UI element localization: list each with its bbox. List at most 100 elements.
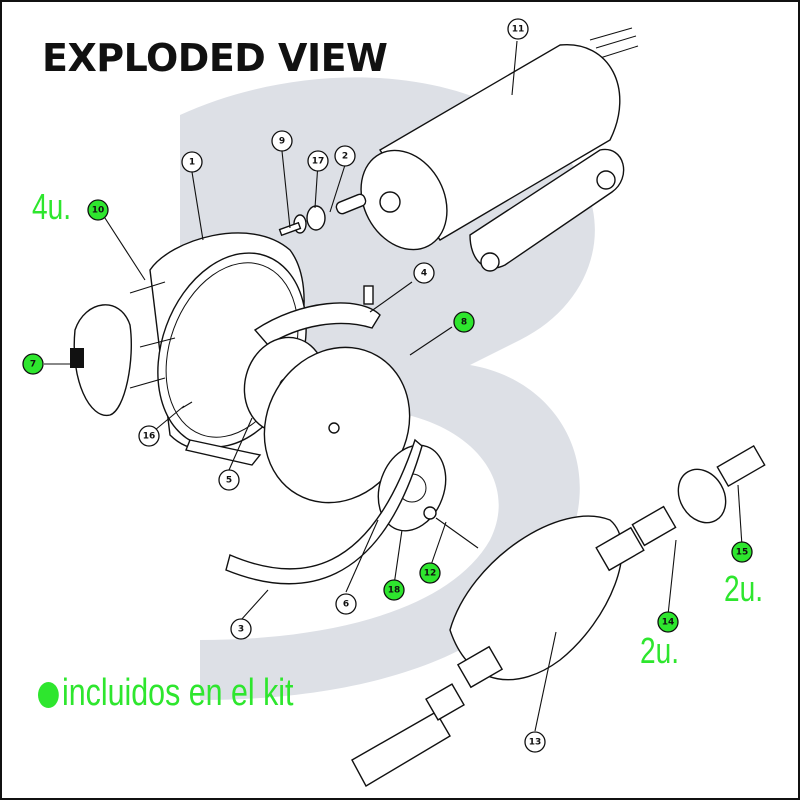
inlet-hose-collar [425, 683, 465, 721]
callout-bubble [419, 562, 441, 584]
leader-line [228, 417, 253, 471]
callout-3: 3 [230, 618, 252, 640]
callout-bubble [413, 262, 435, 284]
motor-mount-foot-left [480, 252, 500, 272]
quantity-note-bolts: 4u. [32, 186, 72, 227]
kit-legend-label: incluidos en el kit [62, 672, 294, 714]
callout-bubble [307, 150, 329, 172]
callout-bubble [138, 425, 160, 447]
leader-line [345, 519, 379, 593]
callout-7: 7 [22, 353, 44, 375]
kit-legend: incluidos en el kit [38, 672, 294, 715]
pump-chamber [449, 515, 623, 681]
shaft-parts [278, 193, 367, 237]
callout-number: 15 [736, 548, 749, 558]
callout-bubble [524, 731, 546, 753]
callout-number: 7 [30, 360, 36, 370]
callout-18: 18 [383, 579, 405, 601]
callout-10: 10 [87, 199, 109, 221]
chamber-outlet [595, 526, 645, 572]
callout-8: 8 [453, 311, 475, 333]
callout-bubble [453, 311, 475, 333]
callout-number: 14 [662, 618, 675, 628]
callout-bubble [22, 353, 44, 375]
callout-number: 9 [279, 137, 285, 147]
clamp-upper [253, 302, 381, 346]
leader-line [511, 40, 518, 96]
leader-line [102, 214, 146, 281]
housing-foot [185, 439, 262, 466]
callout-number: 5 [226, 476, 232, 486]
callout-number: 1 [189, 158, 195, 168]
motor-face [360, 149, 448, 251]
callout-bubble [334, 145, 356, 167]
hose-adapter-14 [631, 505, 677, 547]
callout-16: 16 [138, 425, 160, 447]
leader-line [281, 150, 291, 229]
leader-line [369, 281, 413, 313]
callout-number: 2 [342, 152, 348, 162]
shaft-pin [278, 221, 302, 237]
callout-number: 3 [238, 625, 244, 635]
callout-bubble [335, 593, 357, 615]
callout-number: 4 [421, 269, 427, 279]
clamp-screw [363, 285, 374, 305]
callout-14: 14 [657, 611, 679, 633]
callout-5: 5 [218, 469, 240, 491]
leader-line [534, 631, 557, 732]
callout-17: 17 [307, 150, 329, 172]
leader-line [191, 171, 204, 241]
callout-number: 17 [312, 157, 325, 167]
valve-screw-shaft [435, 517, 479, 549]
quantity-note-adapter: 2u. [724, 568, 764, 609]
callout-bubble [507, 18, 529, 40]
leader-line [667, 539, 677, 616]
bolt [129, 281, 166, 294]
motor-mount-bracket [469, 148, 625, 269]
leader-line [737, 484, 743, 547]
clamp-lower [225, 438, 423, 585]
shaft-coupling [335, 193, 367, 215]
chamber-inlet [456, 645, 504, 689]
outlet-cover [70, 304, 132, 416]
hose-adapter-15 [716, 445, 766, 487]
callout-number: 10 [92, 206, 105, 216]
callout-4: 4 [413, 262, 435, 284]
leader-line [393, 529, 403, 586]
motor [360, 27, 639, 272]
callout-15: 15 [731, 541, 753, 563]
bolts [129, 281, 193, 409]
callout-number: 11 [512, 25, 525, 35]
inlet-hose-fitting [351, 711, 451, 787]
callout-bubble [271, 130, 293, 152]
outlet-cover-body [73, 304, 132, 416]
diaphragm-hole [328, 422, 340, 434]
motor-wires [589, 27, 639, 59]
bolt [139, 337, 176, 348]
leader-line [329, 164, 346, 213]
callout-bubble [383, 579, 405, 601]
callout-number: 16 [143, 432, 156, 442]
leader-line [240, 589, 269, 621]
callout-bubble [731, 541, 753, 563]
callout-bubble [181, 151, 203, 173]
callout-number: 13 [529, 738, 542, 748]
callout-9: 9 [271, 130, 293, 152]
callout-11: 11 [507, 18, 529, 40]
callout-bubble [230, 618, 252, 640]
quantity-note-clamp: 2u. [640, 630, 680, 671]
kit-legend-dot [38, 682, 59, 708]
motor-mount-foot-right [596, 170, 616, 190]
valve-screw-head [423, 506, 437, 520]
leader-line [409, 326, 453, 356]
callout-1: 1 [181, 151, 203, 173]
page-title: EXPLODED VIEW [42, 36, 388, 80]
callout-bubble [218, 469, 240, 491]
callout-12: 12 [419, 562, 441, 584]
callout-13: 13 [524, 731, 546, 753]
shaft-seal [306, 205, 326, 231]
